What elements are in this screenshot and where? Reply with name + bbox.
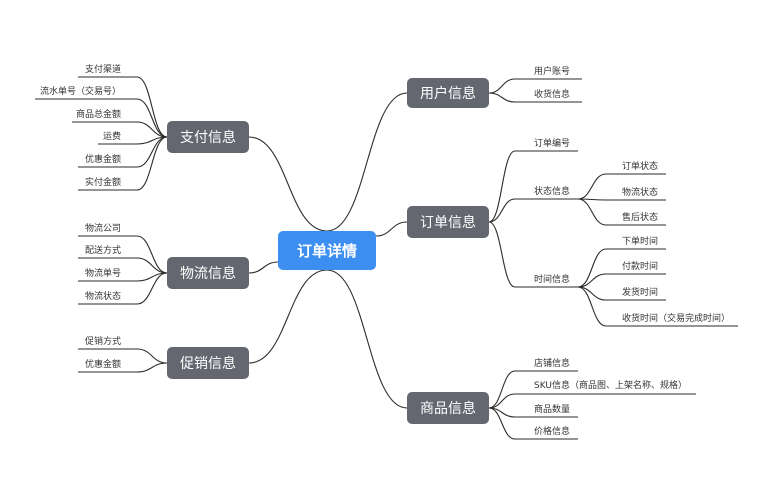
leaf-sku-info: SKU信息（商品图、上架名称、规格）	[534, 381, 687, 391]
leaf-goods-quantity: 商品数量	[534, 405, 571, 415]
leaf-logistics-status: 物流状态	[622, 188, 659, 198]
edge-order-status	[577, 173, 607, 200]
leaf-tracking-number: 物流单号	[84, 269, 121, 279]
leaf-aftersale-status: 售后状态	[622, 213, 659, 223]
edge-logistics-company	[136, 235, 168, 274]
branch-user-info[interactable]: 用户信息	[407, 78, 489, 108]
edge-promotion-discount	[136, 362, 168, 373]
edge-order-time	[577, 248, 607, 288]
edge-goods-total	[136, 121, 168, 138]
edge-sku-info	[488, 393, 516, 409]
branch-payment-info[interactable]: 支付信息	[167, 121, 249, 153]
edge-center-goods	[326, 269, 408, 409]
edge-promotion-method	[136, 348, 168, 364]
edge-transaction-number	[136, 98, 168, 138]
center-node-order-detail[interactable]: 订单详情	[278, 231, 376, 270]
leaf-payment-time: 付款时间	[622, 262, 659, 272]
edge-payment-channel	[136, 76, 168, 138]
leaf-time-info: 时间信息	[534, 275, 571, 285]
leaf-order-status: 订单状态	[622, 162, 659, 172]
branch-order-info[interactable]: 订单信息	[407, 206, 489, 238]
leaf-status-info: 状态信息	[534, 187, 571, 197]
edge-price-info	[488, 407, 516, 440]
leaf-order-number: 订单编号	[534, 139, 571, 149]
leaf-delivery-method: 配送方式	[84, 246, 121, 256]
leaf-payment-channel: 支付渠道	[84, 65, 121, 75]
leaf-user-account: 用户账号	[534, 67, 571, 77]
edge-center-promotion	[248, 269, 328, 364]
edge-delivery-method	[136, 257, 168, 274]
edge-center-order	[375, 221, 408, 237]
leaf-shop-info: 店铺信息	[534, 359, 571, 369]
leaf-logistics-company: 物流公司	[84, 224, 121, 234]
leaf-price-info: 价格信息	[534, 427, 571, 437]
edge-time-info	[488, 221, 516, 288]
leaf-receive-time: 收货时间（交易完成时间）	[622, 314, 731, 324]
leaf-discount-amount: 优惠金额	[84, 155, 121, 165]
leaf-shipping-fee: 运费	[102, 132, 121, 142]
branch-logistics-info[interactable]: 物流信息	[167, 257, 249, 289]
edge-status-info	[488, 198, 516, 223]
leaf-goods-total: 商品总金额	[75, 110, 121, 120]
edge-shipping-info	[488, 92, 516, 103]
leaf-ship-time: 发货时间	[622, 288, 659, 298]
edge-receive-time	[577, 286, 607, 327]
leaf-paid-amount: 实付金额	[84, 178, 121, 188]
edge-logistics-state	[136, 272, 168, 305]
branch-goods-info[interactable]: 商品信息	[407, 392, 489, 424]
leaf-logistics-state: 物流状态	[84, 292, 121, 302]
leaf-promotion-discount: 优惠金额	[84, 360, 121, 370]
leaf-transaction-number: 流水单号（交易号）	[39, 87, 121, 97]
edge-user-account	[488, 78, 516, 94]
edge-aftersale-status	[577, 198, 607, 226]
edge-order-number	[488, 150, 516, 223]
edge-shop-info	[488, 370, 516, 409]
branch-promotion-info[interactable]: 促销信息	[167, 347, 249, 379]
leaf-order-time: 下单时间	[622, 237, 659, 247]
edge-payment-time	[577, 273, 607, 288]
edge-center-logistics	[248, 261, 279, 274]
edge-center-user	[326, 92, 408, 232]
edge-paid-amount	[136, 136, 168, 191]
leaf-shipping-info: 收货信息	[534, 90, 571, 100]
leaf-promotion-method: 促销方式	[84, 337, 121, 347]
edge-center-payment	[248, 136, 328, 232]
